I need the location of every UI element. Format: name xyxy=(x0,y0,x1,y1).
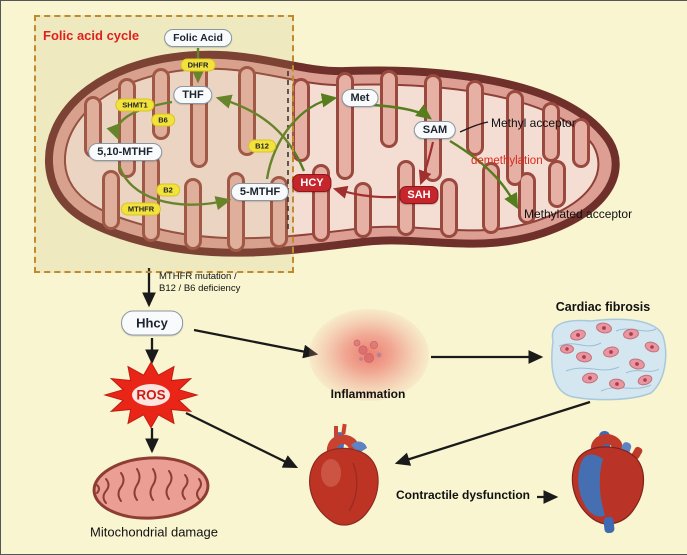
node-sah: SAH xyxy=(399,186,439,204)
methylated-acceptor-label: Methylated acceptor xyxy=(524,207,633,221)
node-sam: SAM xyxy=(413,121,457,139)
methyl-acceptor-label: Methyl acceptor xyxy=(491,116,576,130)
ros-starburst-icon xyxy=(103,361,199,429)
cofactor-b6: B6 xyxy=(151,113,175,127)
contractile-dysfunction-label: Contractile dysfunction xyxy=(395,488,531,502)
ros-label: ROS xyxy=(136,387,166,403)
inflammation-halo xyxy=(309,309,429,401)
node-met: Met xyxy=(341,89,379,107)
demethylation-label: demethylation xyxy=(471,155,543,167)
node-thf: THF xyxy=(173,86,213,104)
folate-cycle-arrows xyxy=(106,48,338,211)
deficiency-note-line1: MTHFR mutation / xyxy=(159,271,237,282)
cardiac-fibrosis-label: Cardiac fibrosis xyxy=(555,300,651,314)
cardiac-fibrosis-illustration xyxy=(551,318,667,401)
damaged-mitochondrion-illustration xyxy=(92,456,210,520)
node-5-10-mthf: 5,10-MTHF xyxy=(88,143,162,161)
node-hcy: HCY xyxy=(292,174,332,192)
cofactor-b2: B2 xyxy=(156,183,180,197)
heart-illustration xyxy=(309,423,379,526)
deficiency-note-line2: B12 / B6 deficiency xyxy=(159,283,241,294)
deficiency-note: MTHFR mutation / B12 / B6 deficiency xyxy=(159,271,240,295)
inflammation-label: Inflammation xyxy=(330,387,406,401)
enzyme-mthfr: MTHFR xyxy=(120,202,162,216)
mitochondrial-damage-label: Mitochondrial damage xyxy=(90,524,218,540)
node-5-mthf: 5-MTHF xyxy=(230,183,290,201)
methionine-cycle-arrows xyxy=(332,103,519,210)
failing-heart-illustration xyxy=(571,431,645,534)
node-hhcy: Hhcy xyxy=(121,310,183,336)
enzyme-shmt1: SHMT1 xyxy=(115,98,155,112)
folic-acid-cycle-title: Folic acid cycle xyxy=(43,28,140,43)
connector-arrows xyxy=(142,268,591,504)
node-folic-acid: Folic Acid xyxy=(164,29,232,47)
enzyme-dhfr: DHFR xyxy=(180,58,216,72)
cofactor-b12: B12 xyxy=(248,139,276,153)
